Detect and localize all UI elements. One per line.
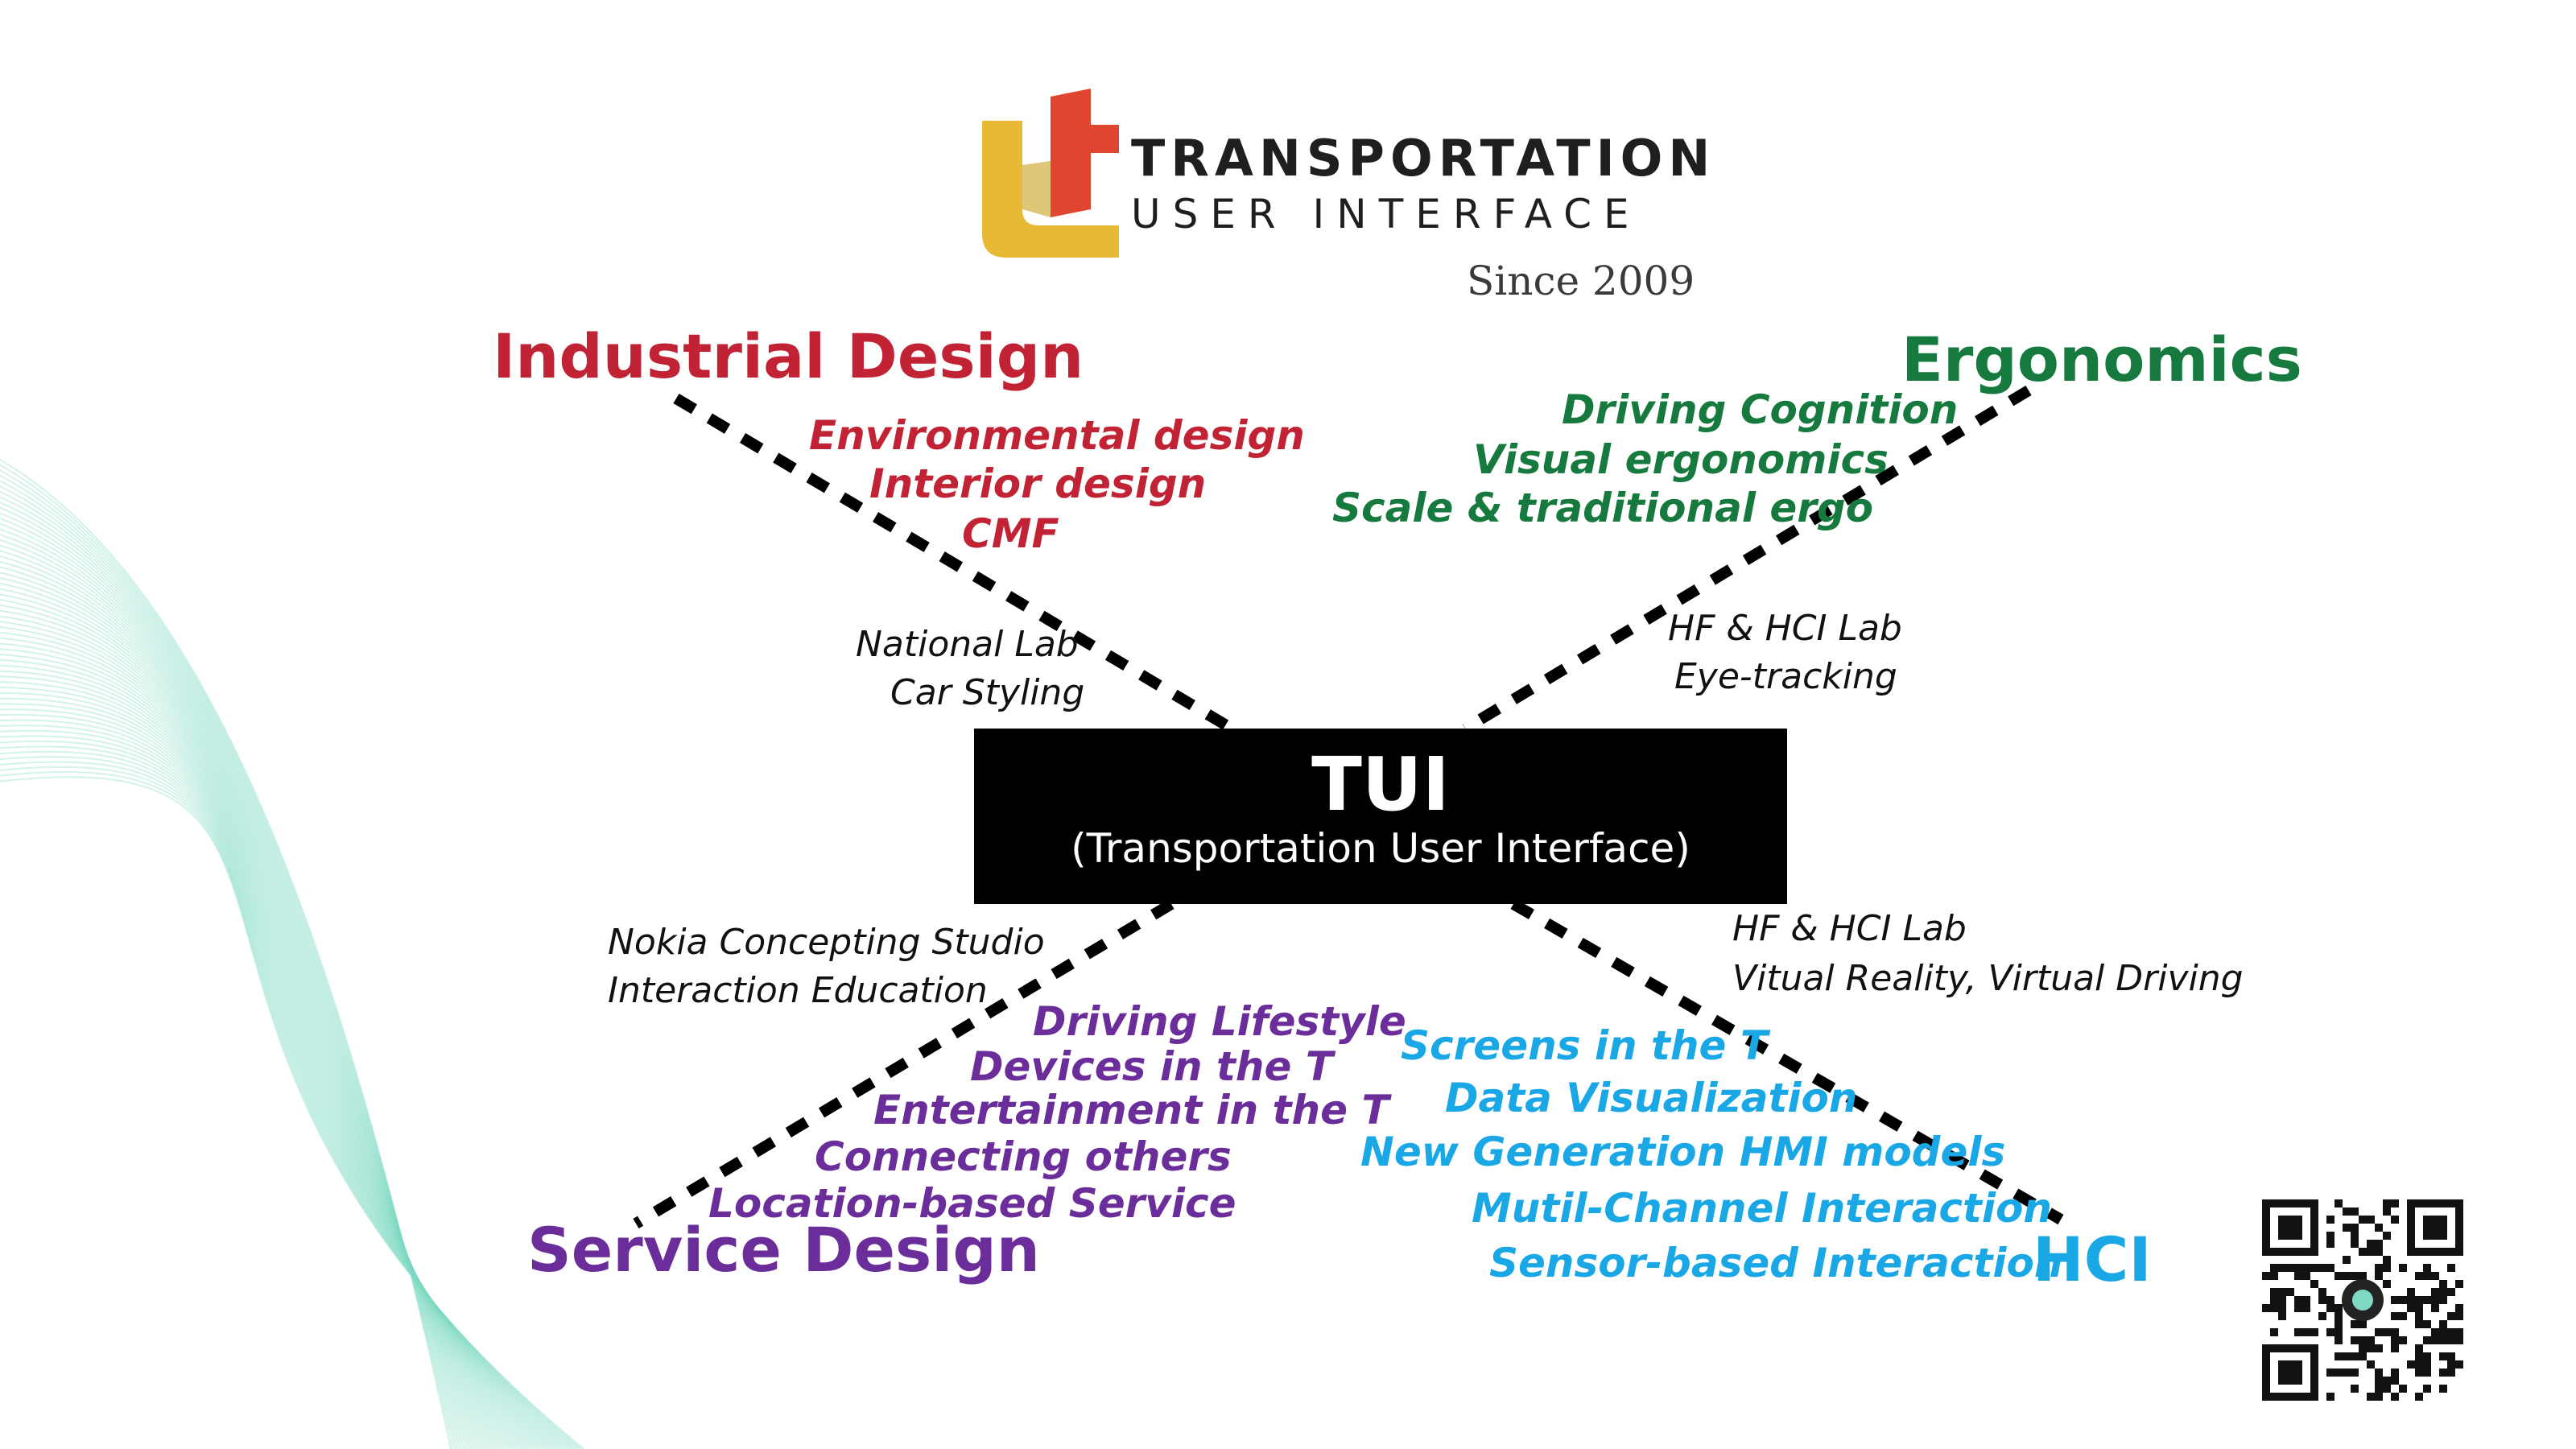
connector-hci xyxy=(1510,898,2064,1225)
ergonomics-item: Scale & traditional ergo xyxy=(1332,485,1874,531)
tui-central-box: TUI (Transportation User Interface) xyxy=(974,729,1787,904)
hci-note: HF & HCI Lab xyxy=(1732,908,1967,949)
service-item: Devices in the T xyxy=(970,1043,1333,1090)
category-ergonomics: Ergonomics xyxy=(1901,324,2302,395)
logo-text-user-interface: USER INTERFACE xyxy=(1131,191,1641,237)
service-item: Entertainment in the T xyxy=(873,1087,1389,1133)
category-industrial-design: Industrial Design xyxy=(493,320,1084,392)
tui-logo-mark xyxy=(982,89,1119,258)
hci-item: New Generation HMI models xyxy=(1360,1129,2006,1175)
service-item: Driving Lifestyle xyxy=(1033,998,1406,1045)
connector-industrial-design xyxy=(673,393,1235,734)
service-item: Location-based Service xyxy=(708,1180,1236,1227)
service-note: Nokia Concepting Studio xyxy=(608,922,1045,963)
wave-mask xyxy=(491,966,1055,1288)
hci-item: Data Visualization xyxy=(1445,1075,1858,1121)
connector-service-design xyxy=(633,898,1174,1229)
hci-note: Vitual Reality, Virtual Driving xyxy=(1732,958,2244,999)
service-item: Connecting others xyxy=(815,1133,1232,1180)
ergonomics-item: Driving Cognition xyxy=(1562,386,1959,433)
background-wave-pattern xyxy=(0,458,584,1449)
ergonomics-note: Eye-tracking xyxy=(1674,656,1897,697)
tui-subtitle: (Transportation User Interface) xyxy=(1071,825,1690,872)
since-label: Since 2009 xyxy=(1467,258,1695,304)
industrial-item: Environmental design xyxy=(809,412,1305,459)
industrial-note: National Lab xyxy=(856,624,1079,665)
ergonomics-item: Visual ergonomics xyxy=(1473,436,1889,483)
hci-item: Screens in the T xyxy=(1401,1022,1768,1069)
tui-title: TUI xyxy=(1311,741,1450,828)
connector-ergonomics xyxy=(1462,385,2032,734)
qr-code-icon xyxy=(2262,1199,2463,1401)
industrial-item: CMF xyxy=(962,510,1059,557)
industrial-note: Car Styling xyxy=(890,672,1085,713)
hci-item: Mutil-Channel Interaction xyxy=(1472,1185,2052,1232)
ergonomics-note: HF & HCI Lab xyxy=(1668,608,1902,649)
logo-text-transportation: TRANSPORTATION xyxy=(1131,129,1716,188)
category-service-design: Service Design xyxy=(527,1214,1040,1286)
service-note: Interaction Education xyxy=(608,970,988,1011)
hci-item: Sensor-based Interaction xyxy=(1489,1240,2063,1286)
industrial-item: Interior design xyxy=(869,460,1207,507)
category-hci: HCI xyxy=(2033,1224,2152,1295)
